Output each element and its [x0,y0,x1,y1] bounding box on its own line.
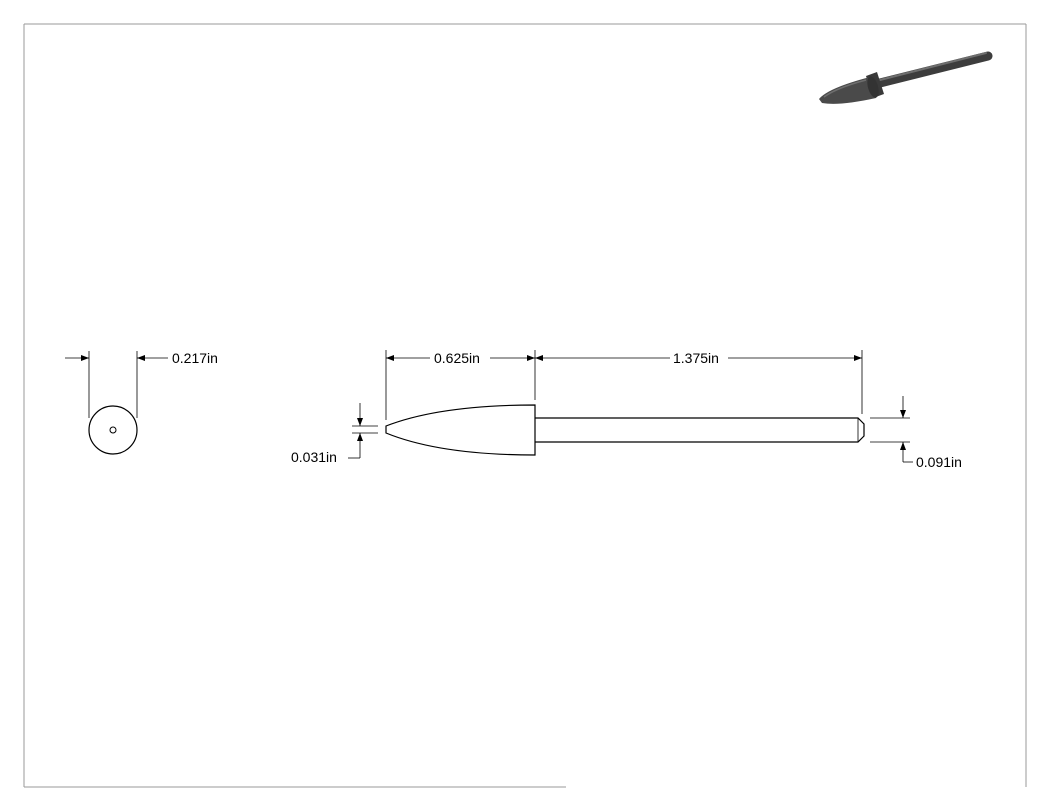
shank-diameter-dimension [870,396,913,463]
tip-diameter-label: 0.031in [291,449,337,465]
end-view [65,351,168,455]
length-dimensions [385,350,863,420]
end-view-diameter-label: 0.217in [172,350,218,366]
isometric-preview [819,51,993,104]
side-view [385,404,865,456]
shank-length-label: 1.375in [673,350,719,366]
tip-diameter-dimension [348,403,378,459]
shank-diameter-label: 0.091in [916,454,962,470]
sheet-border [23,23,1027,788]
tip-length-label: 0.625in [434,350,480,366]
